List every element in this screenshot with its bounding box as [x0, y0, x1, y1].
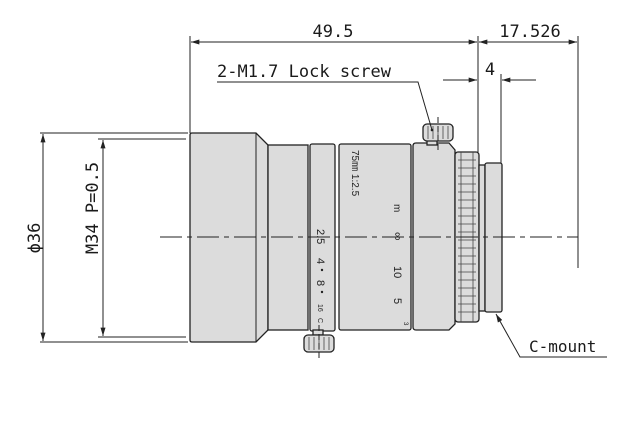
dimension-mount-length: 4	[443, 60, 536, 83]
distance-unit-marking: m	[391, 204, 402, 212]
dim-17-526: 17.526	[499, 22, 560, 42]
lock-screw-top	[422, 117, 454, 152]
dim-m34: M34 P=0.5	[83, 162, 103, 254]
lens-body: 75㎜ 1:2.5 m ∞ 10 5 3 2.5 4 8 16 C	[189, 117, 503, 360]
lock-screw-label: 2-M1.7 Lock screw	[217, 62, 392, 82]
c-mount-callout: C-mount	[495, 313, 607, 358]
aperture-4-marking: 4	[314, 258, 326, 264]
dimension-diameter: ϕ36	[25, 133, 46, 341]
distance-3-marking: 3	[402, 322, 408, 326]
dimension-overall-length: 49.5	[190, 22, 477, 45]
c-mount-label: C-mount	[529, 337, 596, 356]
aperture-8-marking: 8	[314, 280, 326, 286]
mount-step	[478, 164, 486, 312]
dim-phi-36: ϕ36	[25, 223, 45, 254]
aperture-16-marking: 16	[316, 304, 323, 312]
distance-infinity-marking: ∞	[391, 232, 405, 241]
dimension-back-focus: 17.526	[479, 22, 578, 45]
lock-screw-callout: 2-M1.7 Lock screw	[217, 62, 434, 132]
aperture-c-marking: C	[316, 318, 323, 323]
distance-10-marking: 10	[391, 266, 403, 278]
lens-model-marking: 75㎜ 1:2.5	[349, 150, 360, 197]
extension-lines	[40, 36, 579, 343]
lock-screw-bottom	[303, 325, 335, 360]
distance-5-marking: 5	[391, 298, 403, 304]
dim-49-5: 49.5	[313, 22, 354, 42]
dimension-filter-thread: M34 P=0.5	[83, 139, 106, 336]
dim-4: 4	[485, 60, 495, 80]
